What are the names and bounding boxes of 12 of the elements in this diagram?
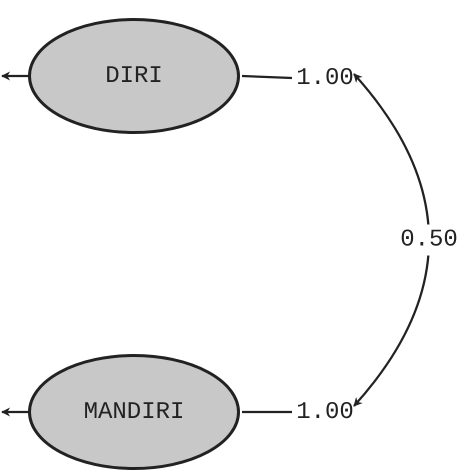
variance-value: 1.00 — [296, 64, 354, 92]
edge-label: 0.50 — [400, 224, 458, 256]
covariance-arrow — [353, 73, 430, 407]
variable-name: DIRI — [105, 62, 163, 90]
connector-line — [242, 74, 292, 80]
arrow — [1, 72, 30, 80]
variance-value: 1.00 — [296, 398, 354, 426]
connector-line — [242, 410, 292, 414]
latent-variable-ellipse — [28, 354, 240, 470]
variable-name: MANDIRI — [84, 398, 184, 426]
arrow — [1, 408, 30, 416]
latent-variable-ellipse — [28, 18, 240, 134]
